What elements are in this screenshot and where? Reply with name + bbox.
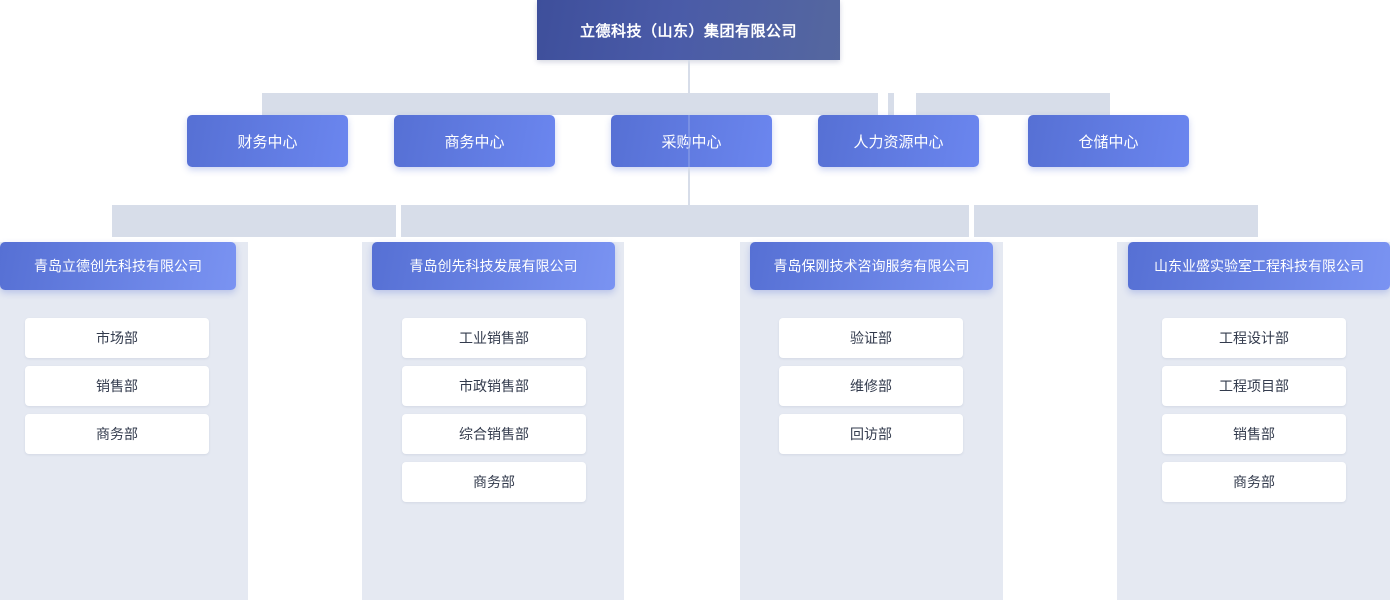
- department-label: 市场部: [96, 330, 138, 346]
- connector-through-procurement: [688, 115, 690, 167]
- department-item[interactable]: 工程设计部: [1162, 318, 1346, 358]
- department-list: 工业销售部 市政销售部 综合销售部 商务部: [402, 318, 586, 510]
- center-node-warehouse[interactable]: 仓储中心: [1028, 115, 1189, 167]
- company-node-label: 山东业盛实验室工程科技有限公司: [1154, 258, 1364, 274]
- department-item[interactable]: 商务部: [1162, 462, 1346, 502]
- department-label: 验证部: [850, 330, 892, 346]
- connector-level3-bar: [112, 205, 1258, 237]
- department-label: 综合销售部: [459, 426, 529, 442]
- center-node-label: 人力资源中心: [853, 133, 944, 151]
- connector-level3-notch-right: [969, 205, 974, 237]
- department-label: 销售部: [1233, 426, 1275, 442]
- department-item[interactable]: 工业销售部: [402, 318, 586, 358]
- connector-level2-to-level3: [688, 167, 690, 205]
- department-item[interactable]: 市场部: [25, 318, 209, 358]
- department-label: 商务部: [473, 474, 515, 490]
- department-label: 回访部: [850, 426, 892, 442]
- company-node-label: 青岛保刚技术咨询服务有限公司: [773, 258, 970, 274]
- company-node-label: 青岛创先科技发展有限公司: [409, 258, 578, 274]
- connector-root-to-level2: [688, 60, 690, 95]
- department-label: 工程设计部: [1219, 330, 1289, 346]
- department-label: 商务部: [96, 426, 138, 442]
- department-item[interactable]: 综合销售部: [402, 414, 586, 454]
- root-node-label: 立德科技（山东）集团有限公司: [579, 22, 797, 40]
- root-node-group-company[interactable]: 立德科技（山东）集团有限公司: [537, 0, 840, 60]
- center-node-finance[interactable]: 财务中心: [187, 115, 348, 167]
- center-node-business[interactable]: 商务中心: [394, 115, 555, 167]
- department-label: 销售部: [96, 378, 138, 394]
- center-node-label: 财务中心: [237, 133, 298, 151]
- department-item[interactable]: 销售部: [25, 366, 209, 406]
- connector-level2-bar: [262, 93, 1110, 115]
- department-item[interactable]: 维修部: [779, 366, 963, 406]
- department-item[interactable]: 市政销售部: [402, 366, 586, 406]
- department-label: 商务部: [1233, 474, 1275, 490]
- center-node-procurement[interactable]: 采购中心: [611, 115, 772, 167]
- company-node-label: 青岛立德创先科技有限公司: [34, 258, 202, 274]
- company-node-shandong-yesheng-lab[interactable]: 山东业盛实验室工程科技有限公司: [1128, 242, 1390, 290]
- connector-level3-notch-left: [396, 205, 401, 237]
- connector-level2-notch-left: [878, 93, 888, 115]
- center-node-human-resources[interactable]: 人力资源中心: [818, 115, 979, 167]
- company-node-qingdao-baogang-consulting[interactable]: 青岛保刚技术咨询服务有限公司: [750, 242, 993, 290]
- company-node-qingdao-lide-chuangxian[interactable]: 青岛立德创先科技有限公司: [0, 242, 236, 290]
- company-node-qingdao-chuangxian-development[interactable]: 青岛创先科技发展有限公司: [372, 242, 615, 290]
- department-label: 工程项目部: [1219, 378, 1289, 394]
- department-label: 市政销售部: [459, 378, 529, 394]
- department-label: 维修部: [850, 378, 892, 394]
- department-item[interactable]: 商务部: [25, 414, 209, 454]
- department-item[interactable]: 商务部: [402, 462, 586, 502]
- department-list: 工程设计部 工程项目部 销售部 商务部: [1162, 318, 1346, 510]
- department-label: 工业销售部: [459, 330, 529, 346]
- department-item[interactable]: 销售部: [1162, 414, 1346, 454]
- center-node-label: 仓储中心: [1078, 133, 1139, 151]
- center-node-label: 商务中心: [444, 133, 505, 151]
- connector-level2-notch-right: [894, 93, 916, 115]
- department-item[interactable]: 工程项目部: [1162, 366, 1346, 406]
- department-item[interactable]: 验证部: [779, 318, 963, 358]
- department-item[interactable]: 回访部: [779, 414, 963, 454]
- center-node-label: 采购中心: [661, 133, 722, 151]
- department-list: 验证部 维修部 回访部: [779, 318, 963, 462]
- department-list: 市场部 销售部 商务部: [25, 318, 209, 462]
